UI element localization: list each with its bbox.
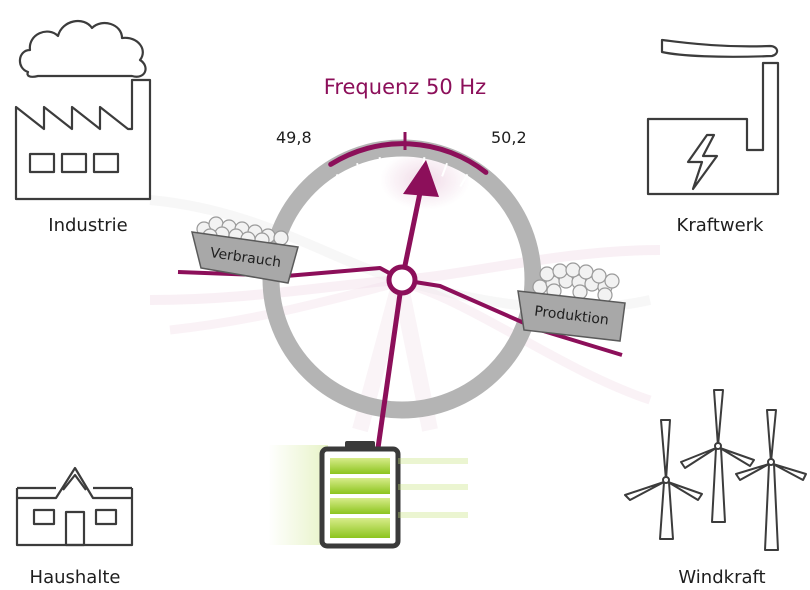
house-label: Haushalte [30, 567, 121, 588]
consumption-pan: Verbrauch [191, 216, 299, 284]
production-pan: Produktion [517, 262, 626, 342]
gauge-min-label: 49,8 [276, 128, 312, 147]
page-title: Frequenz 50 Hz [324, 75, 486, 99]
production-load-icon [532, 262, 620, 303]
power-plant-icon [646, 38, 780, 196]
pivot-icon [386, 264, 418, 296]
house-icon [15, 466, 134, 547]
wind-label: Windkraft [678, 567, 765, 588]
gauge-needle [399, 187, 424, 281]
gauge-max-label: 50,2 [491, 128, 527, 147]
gauge-scale-arc [328, 141, 489, 175]
factory-label: Industrie [48, 215, 127, 236]
consumption-load-icon [196, 216, 289, 248]
pendulum-stem [375, 279, 405, 449]
wind-turbines-icon [624, 389, 807, 551]
needle-arrow-icon [403, 160, 439, 197]
battery-icon [268, 441, 468, 549]
consumption-pan-body [191, 231, 299, 284]
production-pan-body [517, 290, 626, 342]
power-plant-label: Kraftwerk [677, 215, 765, 236]
factory-icon [14, 19, 152, 201]
